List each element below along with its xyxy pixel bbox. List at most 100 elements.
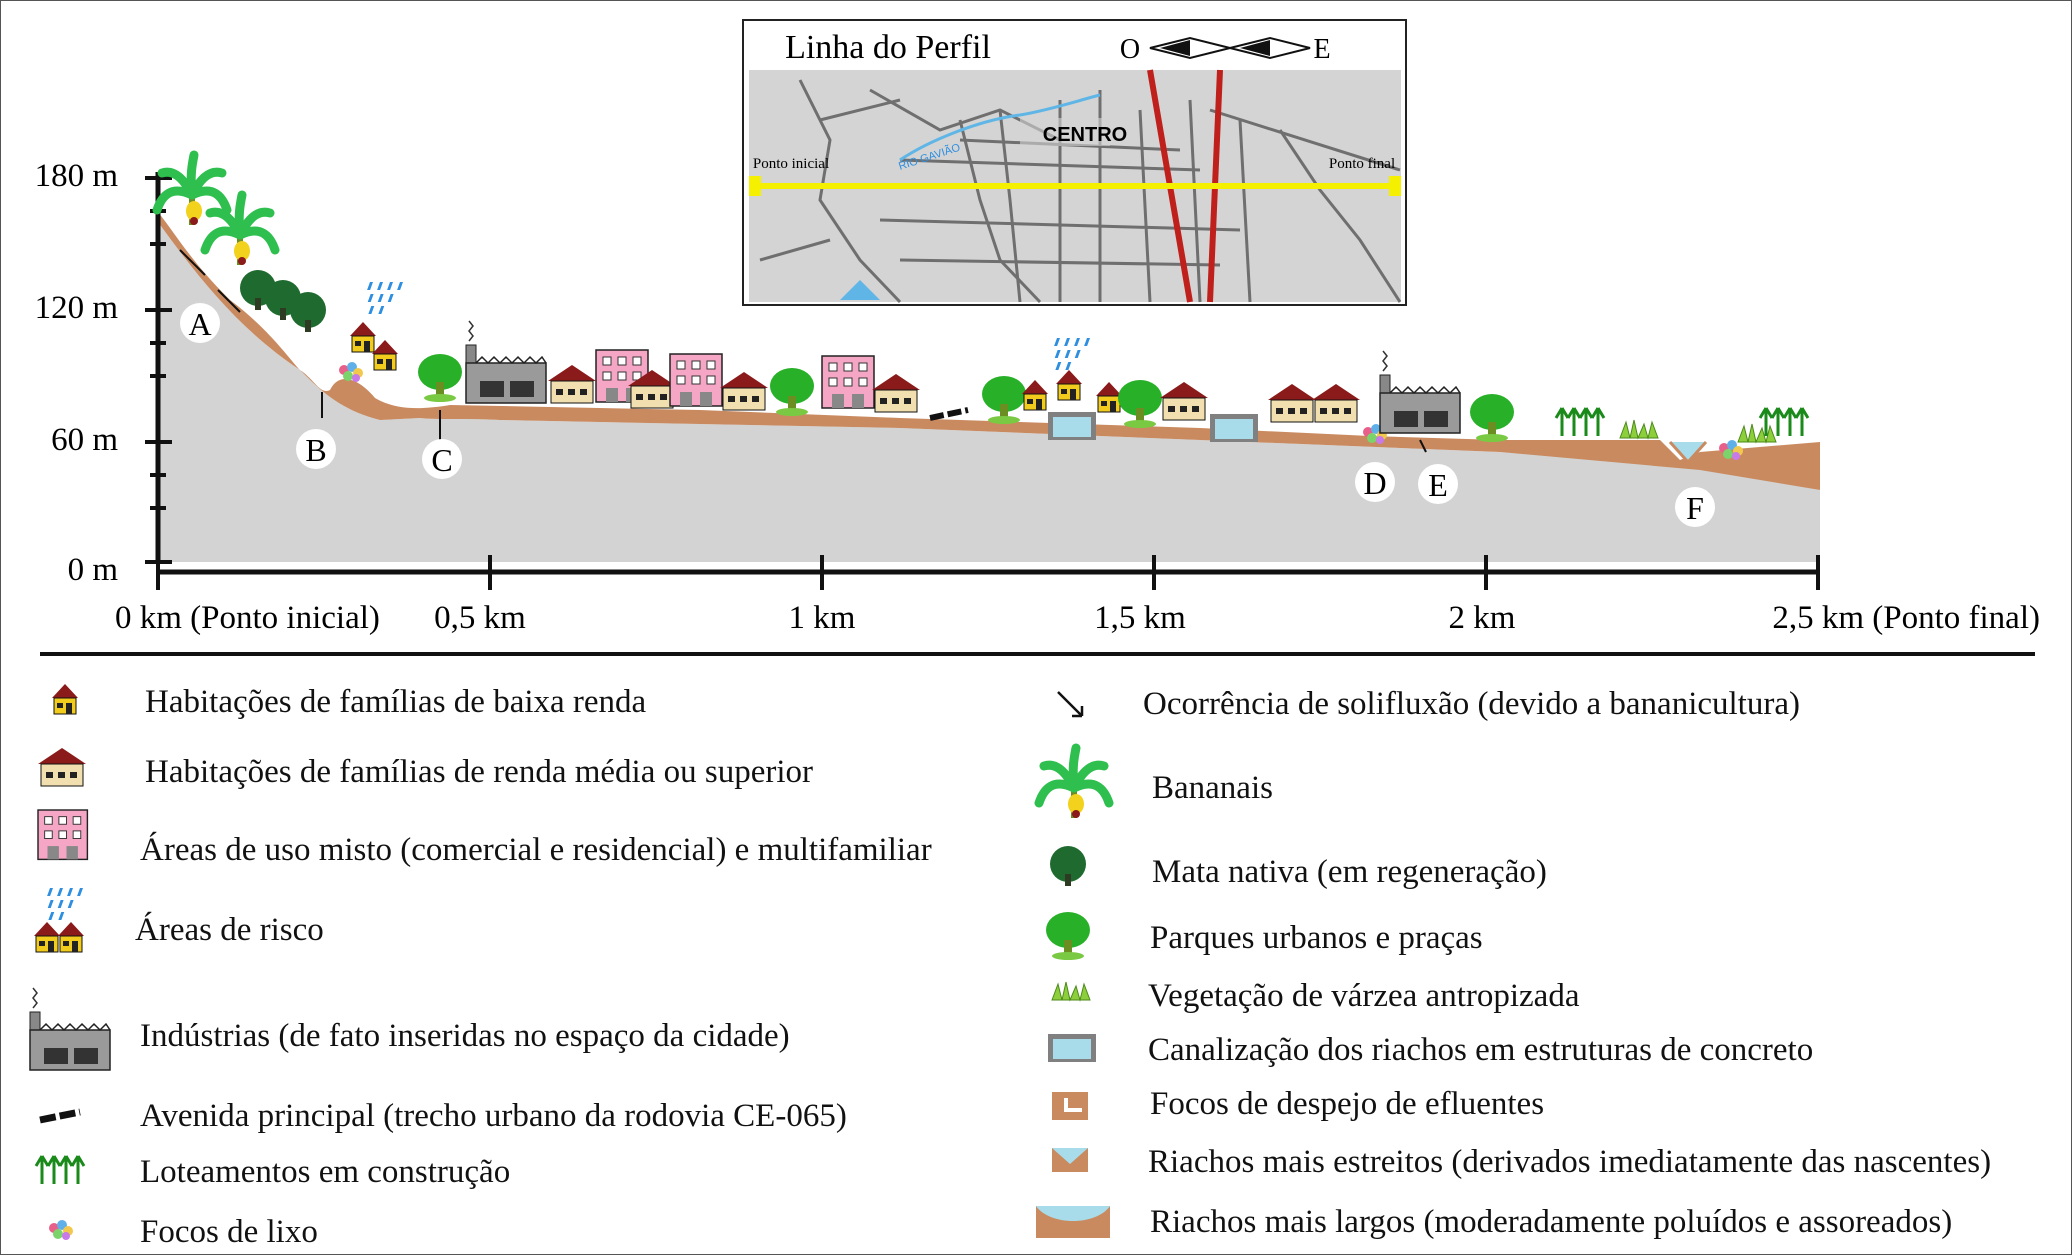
low-income-house-icon: [51, 683, 79, 715]
effluent-icon: [1052, 1092, 1088, 1120]
rain-icon: [1054, 338, 1090, 370]
concrete-channel-icon: [1048, 1034, 1096, 1062]
point-label-c: C: [431, 442, 452, 478]
legend-icons-left: [29, 683, 111, 1240]
allotment-icon: [1554, 406, 1606, 438]
point-label-f: F: [1686, 490, 1704, 526]
low-income-house-icon: [1055, 369, 1083, 401]
profile-features: [157, 155, 1810, 465]
park-tree-icon: [982, 376, 1026, 424]
solifluction-arrow-icon: [1057, 691, 1084, 718]
legend-label: Focos de lixo: [140, 1214, 318, 1250]
map-center-label: CENTRO: [1043, 124, 1127, 146]
park-tree-icon: [418, 354, 462, 402]
road-icon: [929, 407, 969, 421]
factory-icon: [29, 987, 111, 1071]
compass-icon: [1149, 36, 1311, 60]
legend-label: Focos de despejo de efluentes: [1150, 1086, 1545, 1122]
solifluction-arrow-icon: [179, 249, 206, 276]
x-tick-label: 2,5 km (Ponto final): [1772, 600, 2040, 636]
solifluction-arrow-icon: [217, 289, 241, 313]
park-tree-icon: [1046, 912, 1090, 960]
legend-label: Vegetação de várzea antropizada: [1148, 978, 1580, 1014]
map-start-label: Ponto inicial: [753, 156, 829, 172]
legend-label: Parques urbanos e praças: [1150, 920, 1483, 956]
legend-label: Bananais: [1152, 770, 1273, 806]
middle-income-house-icon: [1159, 381, 1209, 421]
native-forest-icon: [290, 292, 326, 332]
middle-income-house-icon: [37, 747, 87, 787]
point-label-b: B: [305, 432, 326, 468]
allotment-icon: [34, 1154, 86, 1186]
point-labels: A B C D E F: [180, 303, 1715, 527]
x-tick-label: 1,5 km: [1094, 600, 1186, 636]
middle-income-house-icon: [1311, 383, 1361, 423]
rain-icon: [47, 888, 83, 920]
risk-area-icon: [57, 921, 85, 953]
x-tick-label: 0,5 km: [434, 600, 526, 636]
legend-label: Indústrias (de fato inseridas no espaço …: [140, 1018, 790, 1054]
native-forest-icon: [1050, 846, 1086, 886]
legend-label: Avenida principal (trecho urbano da rodo…: [140, 1098, 847, 1134]
park-tree-icon: [1118, 380, 1162, 428]
legend-label: Riachos mais largos (moderadamente poluí…: [1150, 1204, 1953, 1240]
legend-label: Ocorrência de solifluxão (devido a banan…: [1143, 686, 1800, 722]
legend-label: Áreas de uso misto (comercial e residenc…: [140, 832, 932, 868]
y-axis: 180 m 120 m 60 m 0 m: [35, 158, 172, 588]
y-tick-label: 120 m: [35, 290, 119, 326]
floodplain-vegetation-icon: [1619, 419, 1659, 439]
x-tick-label: 1 km: [789, 600, 856, 636]
garbage-icon: [339, 362, 363, 382]
low-income-house-icon: [1021, 379, 1049, 411]
mixed-use-building-icon: [37, 809, 89, 861]
floodplain-vegetation-icon: [1737, 423, 1777, 443]
garbage-icon: [49, 1220, 73, 1240]
legend-label: Mata nativa (em regeneração): [1152, 854, 1547, 890]
banana-tree-icon: [205, 195, 275, 265]
narrow-stream-icon: [1052, 1148, 1088, 1172]
middle-income-house-icon: [1267, 383, 1317, 423]
middle-income-house-icon: [871, 373, 921, 413]
compass-east-label: E: [1313, 34, 1330, 65]
map-end-label: Ponto final: [1329, 156, 1395, 172]
middle-income-house-icon: [547, 364, 597, 404]
legend-label: Áreas de risco: [135, 912, 324, 948]
allotment-icon: [1758, 406, 1810, 438]
legend-label: Riachos mais estreitos (derivados imedia…: [1148, 1144, 1992, 1180]
wide-stream-icon: [1668, 440, 1708, 465]
factory-icon: [1379, 350, 1461, 434]
terrain-profile: [158, 212, 1820, 562]
point-label-a: A: [188, 306, 211, 342]
concrete-channel-icon: [1210, 414, 1258, 442]
end-marker: [1389, 176, 1401, 196]
banana-tree-icon: [1039, 748, 1109, 818]
compass-west-label: O: [1120, 34, 1140, 65]
low-income-house-icon: [349, 321, 377, 353]
legend-label: Canalização dos riachos em estruturas de…: [1148, 1032, 1814, 1068]
legend-label: Loteamentos em construção: [140, 1154, 511, 1190]
middle-income-house-icon: [719, 371, 769, 411]
low-income-house-icon: [371, 339, 399, 371]
wide-stream-icon: [1036, 1206, 1110, 1238]
road-icon: [39, 1108, 81, 1124]
x-tick-label: 0 km (Ponto inicial): [115, 600, 380, 636]
start-marker: [749, 176, 761, 196]
risk-area-icon: [33, 921, 61, 953]
inset-map-title: Linha do Perfil: [785, 29, 991, 66]
x-tick-label: 2 km: [1449, 600, 1516, 636]
y-tick-label: 0 m: [68, 552, 119, 588]
park-tree-icon: [1470, 394, 1514, 442]
mixed-use-building-icon: [669, 353, 723, 407]
inset-map: Linha do Perfil O E: [742, 19, 1407, 306]
mixed-use-building-icon: [821, 355, 875, 409]
y-tick-label: 60 m: [51, 422, 118, 458]
point-label-d: D: [1363, 465, 1386, 501]
point-label-e: E: [1428, 467, 1448, 503]
x-axis: 0 km (Ponto inicial) 0,5 km 1 km 1,5 km …: [115, 555, 2040, 636]
legend-icons-right: [1036, 691, 1110, 1238]
park-tree-icon: [770, 368, 814, 416]
legend-label: Habitações de famílias de renda média ou…: [145, 754, 813, 790]
concrete-channel-icon: [1048, 412, 1096, 440]
factory-icon: [465, 320, 547, 404]
